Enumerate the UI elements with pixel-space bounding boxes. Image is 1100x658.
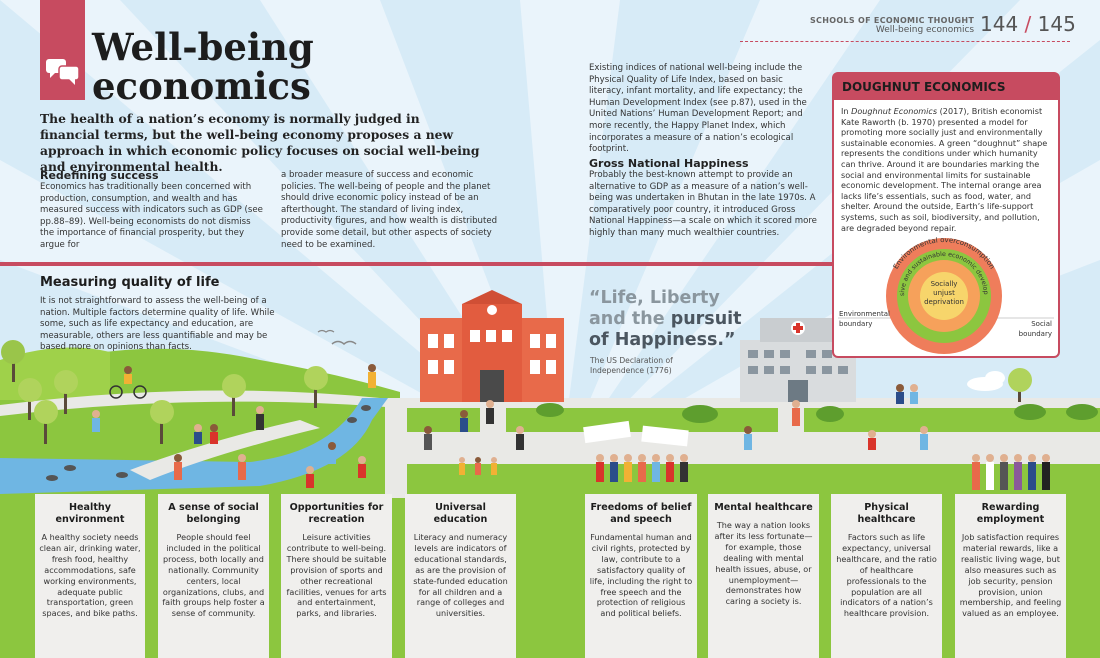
- column-title: Mental healthcare: [714, 502, 813, 513]
- doughnut-text-post: (2017), British economist Kate Raworth (…: [841, 106, 1048, 233]
- running-header: SCHOOLS OF ECONOMIC THOUGHT Well-being e…: [810, 16, 974, 35]
- quote-line-2b: pursuit: [670, 309, 742, 329]
- quote: “Life, Liberty and the pursuit of Happin…: [589, 288, 759, 351]
- doughnut-text: In Doughnut Economics (2017), British ec…: [834, 100, 1058, 233]
- subsection-name: Well-being economics: [875, 25, 975, 35]
- measuring-text: It is not straightforward to assess the …: [40, 296, 275, 353]
- column-rewarding-employment: Rewarding employment Job satisfaction re…: [955, 494, 1066, 658]
- column-text: A healthy society needs clean air, drink…: [39, 532, 141, 619]
- page-separator: /: [1024, 12, 1032, 36]
- column-text: Job satisfaction requires material rewar…: [959, 532, 1062, 619]
- page-right: 145: [1037, 12, 1076, 36]
- column-healthy-environment: Healthy environment A healthy society ne…: [35, 494, 145, 658]
- redefining-text-col2: a broader measure of success and economi…: [281, 170, 498, 250]
- quote-source: The US Declaration of Independence (1776…: [590, 356, 700, 375]
- column-title: Physical healthcare: [857, 502, 916, 525]
- column-title: Universal education: [433, 502, 488, 525]
- column-text: Fundamental human and civil rights, prot…: [589, 532, 693, 619]
- center-label-2: unjust: [933, 289, 955, 297]
- section-divider: [0, 262, 832, 266]
- protest-group: [583, 420, 689, 482]
- social-boundary-label-1: Social: [1031, 320, 1052, 328]
- intro-paragraph: The health of a nation’s economy is norm…: [40, 111, 480, 174]
- column-mental-healthcare: Mental healthcare The way a nation looks…: [708, 494, 819, 658]
- doughnut-economics-box: DOUGHNUT ECONOMICS In Doughnut Economics…: [832, 72, 1060, 358]
- column-title: Rewarding employment: [976, 502, 1045, 525]
- column-title: Healthy environment: [55, 502, 125, 525]
- center-label-1: Socially: [931, 280, 958, 288]
- quote-source-2: Independence (1776): [590, 365, 672, 375]
- indices-text: Existing indices of national well-being …: [589, 63, 807, 155]
- column-recreation: Opportunities for recreation Leisure act…: [281, 494, 392, 658]
- section-name: SCHOOLS OF ECONOMIC THOUGHT: [810, 16, 975, 25]
- center-label-3: deprivation: [924, 298, 964, 306]
- social-boundary-label-2: boundary: [1019, 330, 1052, 338]
- title-line-1: Well-being: [92, 25, 314, 69]
- workers-group: [972, 454, 1050, 490]
- trees: [1, 340, 1032, 444]
- page-left: 144: [980, 12, 1019, 36]
- column-text: The way a nation looks after its less fo…: [714, 520, 813, 607]
- page-title: Well-being economics: [92, 28, 314, 106]
- column-freedoms: Freedoms of belief and speech Fundamenta…: [585, 494, 697, 658]
- quote-line-3: of Happiness.”: [589, 330, 736, 350]
- page-numbers: 144 / 145: [980, 12, 1076, 36]
- title-line-2: economics: [92, 64, 311, 108]
- doughnut-diagram: Environmental overconsumption Inclusive …: [834, 230, 1054, 354]
- quote-line-2a: and the: [589, 309, 671, 329]
- gnh-heading: Gross National Happiness: [589, 157, 749, 170]
- doughnut-heading: DOUGHNUT ECONOMICS: [834, 74, 1058, 100]
- column-text: Factors such as life expectancy, univers…: [836, 532, 937, 619]
- column-social-belonging: A sense of social belonging People shoul…: [158, 494, 269, 658]
- quote-source-1: The US Declaration of: [590, 356, 673, 365]
- column-title: Freedoms of belief and speech: [590, 502, 692, 525]
- column-education: Universal education Literacy and numerac…: [405, 494, 516, 658]
- column-physical-healthcare: Physical healthcare Factors such as life…: [831, 494, 942, 658]
- column-text: Leisure activities contribute to well-be…: [286, 532, 387, 619]
- env-boundary-label-2: boundary: [839, 320, 872, 328]
- speech-bubbles-icon: [46, 59, 80, 85]
- redefining-heading: Redefining success: [40, 169, 159, 182]
- column-text: People should feel included in the polit…: [162, 532, 265, 619]
- quote-line-1: “Life, Liberty: [589, 288, 720, 308]
- chapter-tab: [40, 0, 85, 100]
- gnh-text: Probably the best-known attempt to provi…: [589, 170, 817, 238]
- doughnut-book-title: Doughnut Economics: [851, 106, 938, 116]
- column-text: Literacy and numeracy levels are indicat…: [413, 532, 508, 619]
- school-building: [420, 290, 564, 402]
- env-boundary-label-1: Environmental: [839, 310, 890, 318]
- header-rule: [740, 41, 1070, 42]
- doughnut-text-pre: In: [841, 106, 852, 116]
- column-title: Opportunities for recreation: [289, 502, 384, 525]
- measuring-heading: Measuring quality of life: [40, 275, 220, 290]
- redefining-text-col1: Economics has traditionally been concern…: [40, 182, 263, 250]
- column-title: A sense of social belonging: [168, 502, 259, 525]
- people: [92, 364, 928, 488]
